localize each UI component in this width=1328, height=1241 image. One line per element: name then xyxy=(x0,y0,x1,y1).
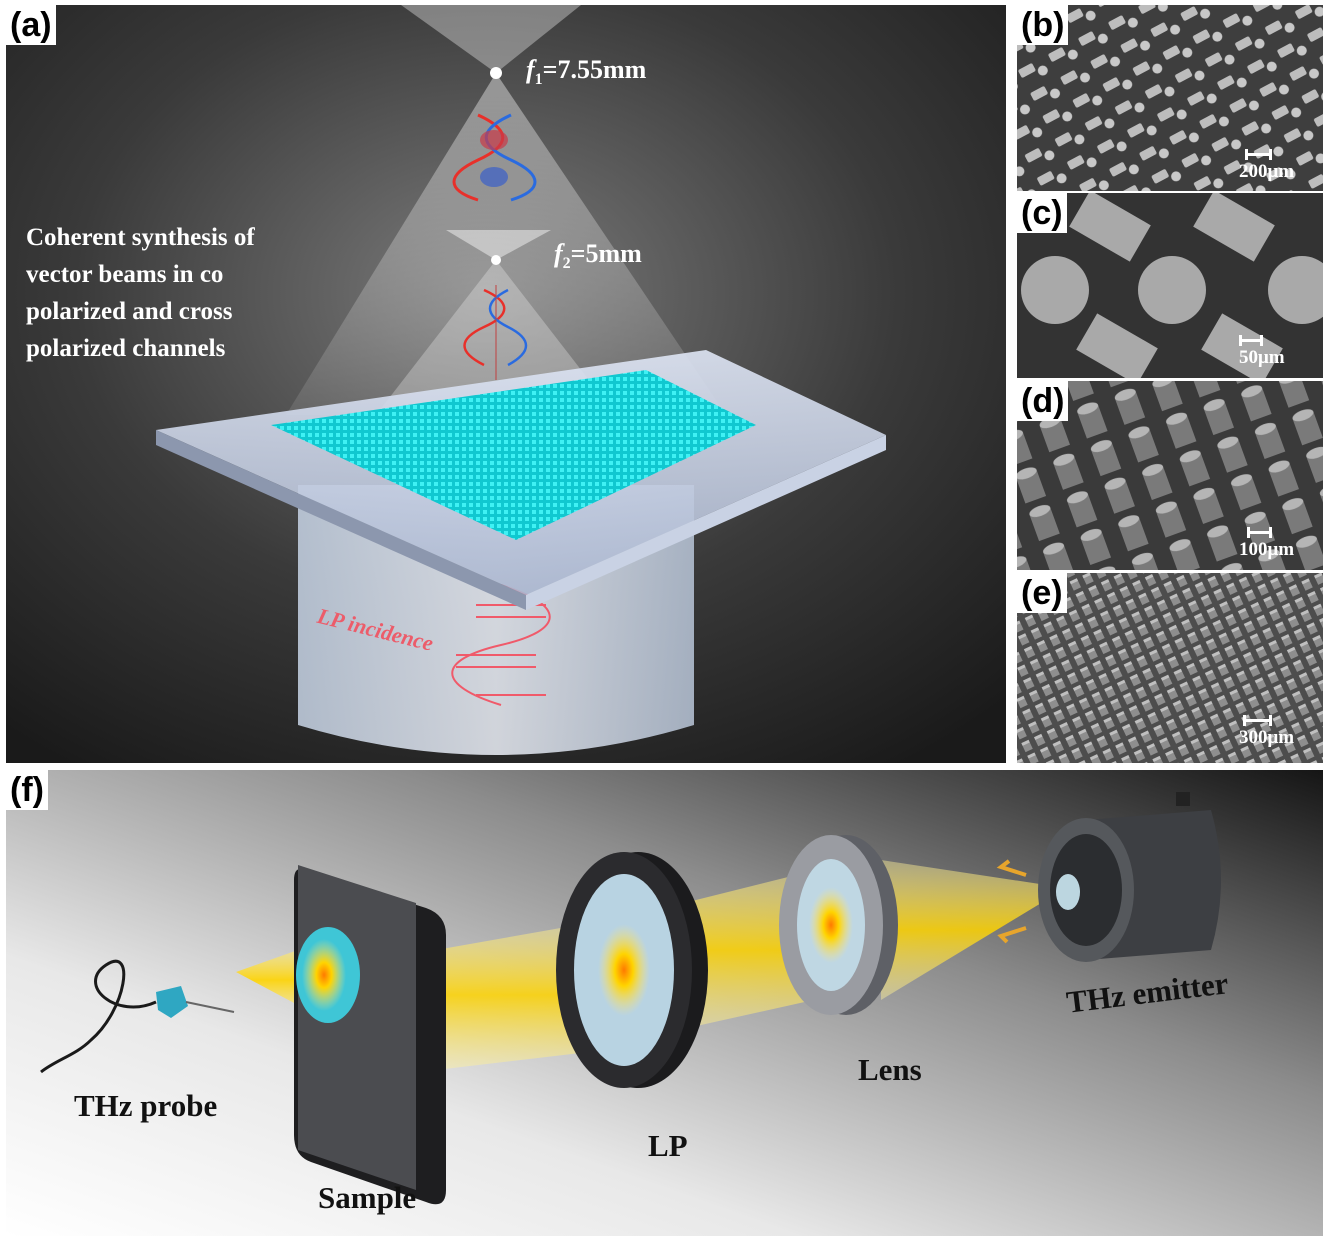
panel-label: (c) xyxy=(1017,193,1067,233)
sem-image-e xyxy=(1017,573,1323,763)
panel-a-illustration xyxy=(6,5,1006,763)
polarization-helix-icon xyxy=(463,285,528,380)
panel-label: (b) xyxy=(1017,5,1069,45)
label-sample: Sample xyxy=(318,1180,417,1215)
panel-f: (f) THz probe Sample LP Lens THz emitter xyxy=(6,770,1323,1236)
metasurface-array xyxy=(271,370,756,540)
panel-label: (d) xyxy=(1017,381,1069,421)
scale-bar: 200μm xyxy=(1239,149,1294,183)
description-text: Coherent synthesis of vector beams in co… xyxy=(26,224,255,362)
label-thz-probe: THz probe xyxy=(74,1088,218,1123)
panel-e: (e) 300μm xyxy=(1017,573,1323,763)
focal-length-1: f1=7.55mm xyxy=(526,55,647,89)
polarizer-element xyxy=(556,852,708,1088)
lens-element xyxy=(779,835,898,1015)
label-lp: LP xyxy=(648,1128,688,1163)
panel-c: (c) 50μm xyxy=(1017,193,1323,378)
panel-f-illustration xyxy=(6,770,1323,1236)
incidence-wave-icon xyxy=(451,584,551,706)
panel-label: (e) xyxy=(1017,573,1067,613)
panel-label: (a) xyxy=(6,5,56,45)
focal-length-2: f2=5mm xyxy=(554,239,642,273)
sample-holder xyxy=(294,865,446,1205)
panel-label: (f) xyxy=(6,770,48,810)
sem-image-c xyxy=(1017,193,1323,378)
polarization-helix-icon xyxy=(452,113,537,202)
thz-emitter-device xyxy=(1038,792,1221,962)
scale-bar: 50μm xyxy=(1239,335,1285,369)
thz-probe-device xyxy=(40,959,235,1074)
scale-bar: 300μm xyxy=(1239,715,1294,749)
panel-b: (b) 200μm xyxy=(1017,5,1323,191)
label-lens: Lens xyxy=(858,1052,922,1087)
panel-a: (a) f1=7.55mm f2=5mm Coherent synthesis … xyxy=(6,5,1006,763)
panel-d: (d) 100μm xyxy=(1017,381,1323,570)
scale-bar: 100μm xyxy=(1239,527,1294,561)
